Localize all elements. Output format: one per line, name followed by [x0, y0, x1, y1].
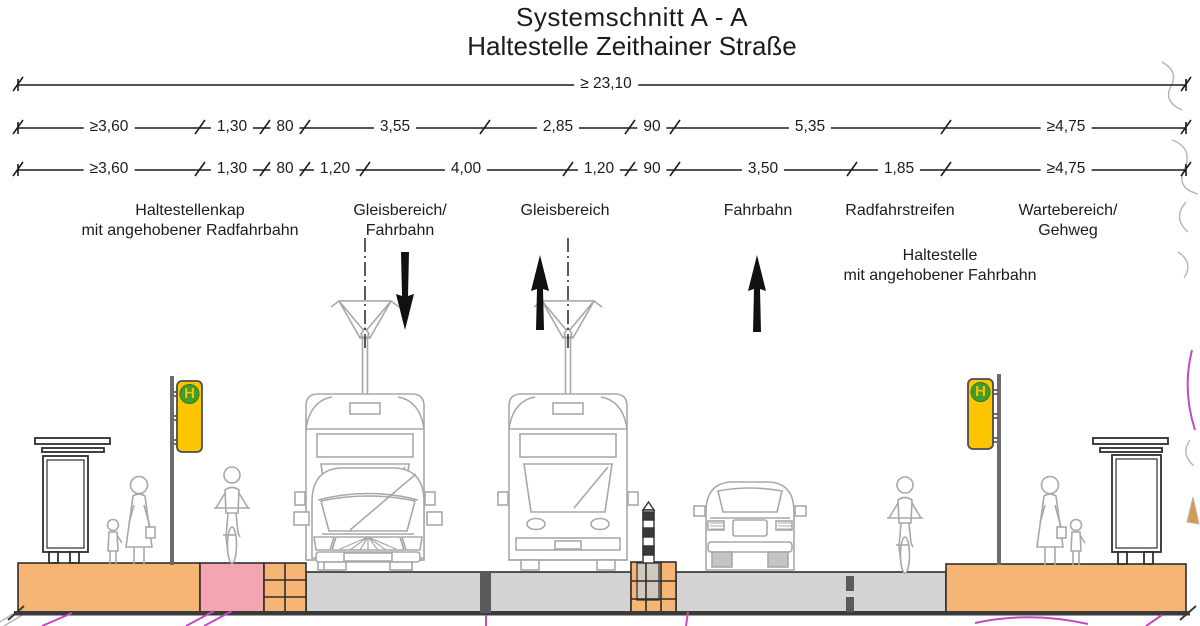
dim-label: 90	[637, 160, 667, 179]
car-rear	[693, 481, 807, 571]
zone-label-haltestelle-line2: mit angehobener Fahrbahn	[843, 267, 1037, 284]
stop-sign-right	[967, 374, 1001, 565]
dim-label: 1,20	[313, 160, 357, 179]
dim-label: 80	[270, 118, 300, 137]
zone-label-haltestelle-line1: Haltestelle	[902, 247, 978, 264]
track-centerlines	[364, 238, 569, 352]
track-divider-element	[480, 571, 491, 613]
zone-label-fahrbahn: Fahrbahn	[723, 202, 793, 219]
stop-sign-circle	[970, 382, 991, 402]
dim-label: 90	[637, 118, 667, 137]
raised-bike-lane	[199, 562, 265, 613]
section-baseline	[14, 611, 1190, 616]
dim-total-width: ≥ 23,10	[574, 75, 638, 94]
drawing-title-line1: Systemschnitt A - A	[515, 2, 749, 32]
lane-marking-dashes	[846, 576, 854, 612]
zone-label-gleisbereich: Gleisbereich	[520, 202, 610, 219]
zone-label-gleisbereich-fahrbahn-line1: Gleisbereich/	[353, 202, 447, 219]
bollard	[641, 500, 656, 564]
dim-label: 4,00	[444, 160, 488, 179]
dim-label: ≥4,75	[1040, 118, 1092, 137]
arrow-down-track1	[396, 252, 414, 330]
dim-label: ≥3,60	[83, 160, 135, 179]
road-track-area	[305, 571, 632, 613]
dim-label: 2,85	[536, 118, 580, 137]
zone-label-gleisbereich-fahrbahn-line2: Fahrbahn	[365, 222, 435, 239]
siteplan-magenta-lines	[41, 349, 1196, 626]
dim-label: 3,55	[373, 118, 417, 137]
dim-label: 1,85	[877, 160, 921, 179]
direction-arrows	[396, 252, 766, 332]
zone-label-haltestellenkap-line1: Haltestellenkap	[135, 202, 245, 219]
pedestrian-woman-right	[1036, 475, 1067, 566]
baseline-end-ticks	[7, 605, 1197, 621]
cyclist-right	[886, 476, 924, 574]
ground-section	[17, 561, 1187, 613]
dim-label: 5,35	[788, 118, 832, 137]
stop-sign-h-letter-right: H	[975, 383, 986, 401]
stop-sign-left	[170, 376, 203, 565]
pedestrian-child-left	[106, 518, 123, 566]
drawing-title-line2: Haltestelle Zeithainer Straße	[467, 31, 797, 61]
shelter-right	[1092, 437, 1169, 565]
pedestrian-woman-left	[125, 475, 156, 566]
platform-right	[945, 563, 1187, 613]
dim-label: 1,30	[210, 118, 254, 137]
platform-left	[17, 562, 201, 613]
arrow-up-lane	[748, 255, 766, 332]
zone-label-wartebereich-line2: Gehweg	[1038, 222, 1098, 239]
dim-label: 1,30	[210, 160, 254, 179]
stop-sign-circle	[179, 384, 200, 404]
sign-pole	[997, 374, 1001, 565]
cyclist-left	[213, 466, 251, 564]
dim-label: ≥3,60	[83, 118, 135, 137]
siteplan-triangle-mark	[1186, 496, 1200, 525]
road-lane-area	[675, 571, 947, 613]
zone-label-radfahrstreifen: Radfahrstreifen	[845, 202, 955, 219]
stop-sign-h-letter-left: H	[184, 385, 195, 403]
dim-label: 80	[270, 160, 300, 179]
sign-pole	[170, 376, 174, 565]
arrow-up-track2	[531, 255, 549, 330]
dim-label: 3,50	[741, 160, 785, 179]
dim-label: ≥4,75	[1040, 160, 1092, 179]
zone-label-haltestellenkap-line2: mit angehobener Radfahrbahn	[81, 222, 299, 239]
shelter-left	[34, 437, 111, 564]
car-front	[293, 467, 443, 571]
zone-label-wartebereich-line1: Wartebereich/	[1018, 202, 1118, 219]
dim-label: 1,20	[577, 160, 621, 179]
pedestrian-child-right	[1069, 518, 1086, 566]
